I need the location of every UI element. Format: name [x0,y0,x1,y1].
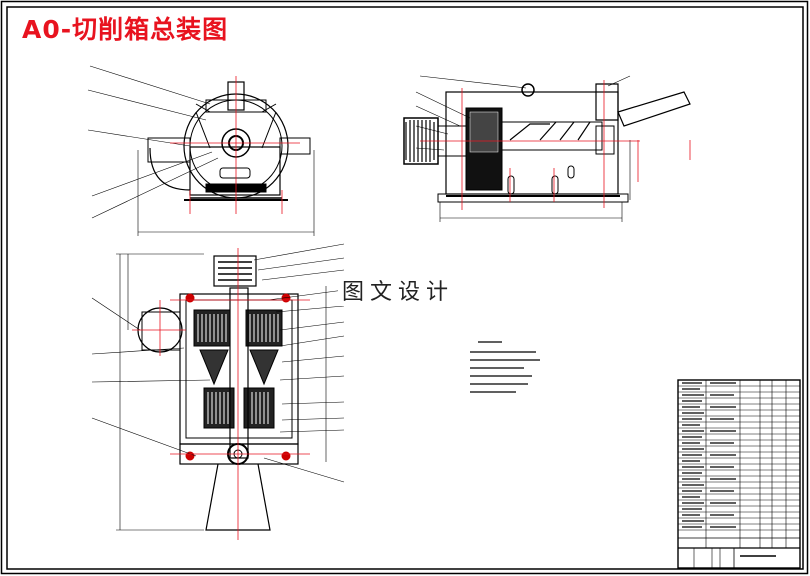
section-view [91,243,345,540]
inner-frame [6,6,804,570]
end-view [87,65,315,236]
watermark-text: 图文设计 [338,274,459,306]
side-view [403,75,691,222]
title-block [677,379,801,569]
technical-notes [470,341,540,393]
drawing-title: A0-切削箱总装图 [22,15,229,44]
